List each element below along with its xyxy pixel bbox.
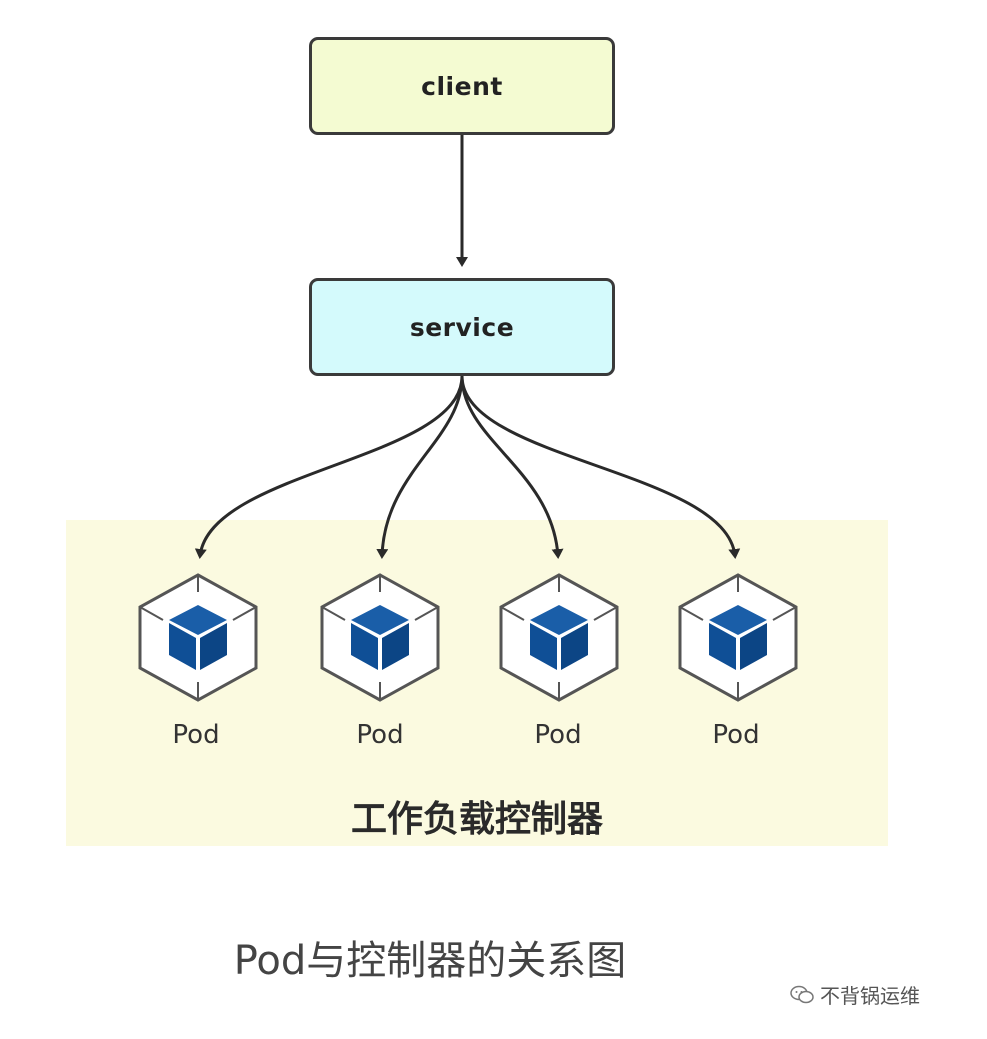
watermark: 不背锅运维 [790,980,980,1009]
edge-service-pod-4 [460,375,741,559]
pod-label: Pod [356,720,404,750]
wechat-icon [790,985,814,1003]
cube-icon [138,573,258,702]
client-node: client [309,37,615,135]
cube-icon [499,573,619,702]
service-node: service [309,278,615,376]
pod-label: Pod [712,720,760,750]
pod-label: Pod [172,720,220,750]
edge-service-pod-1 [194,375,464,559]
diagram-caption: Pod与控制器的关系图 [233,938,627,984]
cube-icon [320,573,440,702]
watermark-text: 不背锅运维 [820,984,920,1008]
cube-icon [678,573,798,702]
edge-service-pod-2 [376,375,464,559]
edge-service-pod-3 [460,375,564,559]
pod-label: Pod [534,720,582,750]
group-label: 工作负载控制器 [350,799,603,840]
